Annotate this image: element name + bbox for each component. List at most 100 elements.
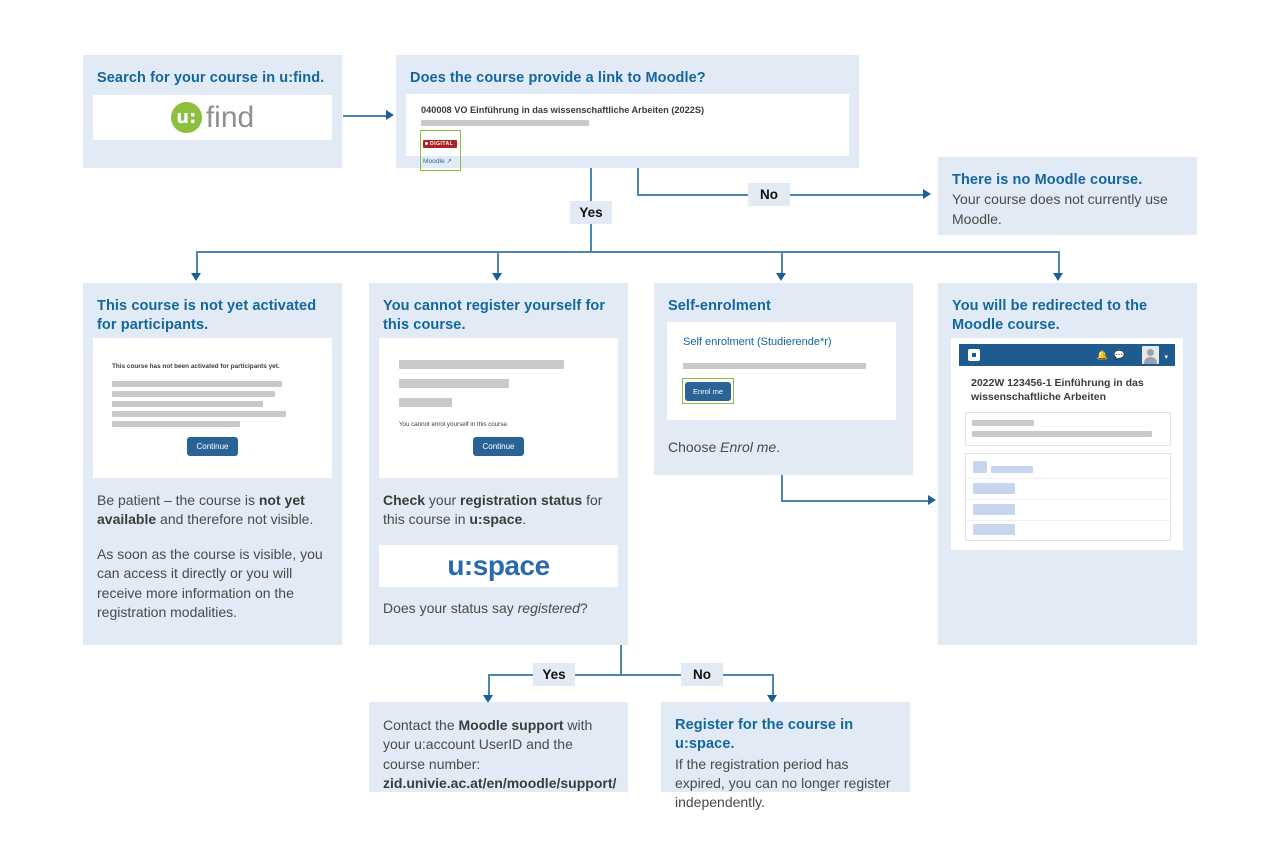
branch-label-no-top: No (748, 183, 790, 206)
self-enrolment-label: Self enrolment (Studierende*r) (683, 336, 832, 348)
placeholder-bar (973, 483, 1015, 494)
enrol-me-button[interactable]: Enrol me (685, 382, 732, 401)
moodle-logo-icon[interactable] (968, 349, 980, 361)
col-self-enrolment-heading: Self-enrolment (668, 298, 771, 314)
placeholder-bar (399, 379, 509, 388)
arrowhead-no-bottom (767, 695, 777, 703)
external-link-icon: ↗ (444, 158, 452, 165)
connector-drop-col4 (1058, 251, 1060, 274)
connector-drop-col1 (196, 251, 198, 274)
cannot-register-notice: You cannot enrol yourself in this course… (399, 421, 509, 428)
arrowhead-col3 (776, 273, 786, 281)
moodle-navbar: 🔔 💬 ▾ (959, 344, 1175, 366)
list-item[interactable] (966, 478, 1170, 500)
box-register-uspace-body: If the registration period has expired, … (675, 755, 891, 811)
arrowhead-col2 (492, 273, 502, 281)
connector-drop-col3 (781, 251, 783, 274)
placeholder-bar (112, 421, 240, 427)
connector-selfenrol-to-redirect-vert (781, 475, 783, 501)
placeholder-bar (112, 401, 263, 407)
branch-label-yes-top: Yes (570, 201, 612, 224)
cannot-register-screenshot: You cannot enrol yourself in this course… (379, 338, 618, 478)
col-not-activated-heading: This course is not yet activated for par… (97, 298, 317, 334)
box-moodle-support-text: Contact the Moodle support with your u:a… (383, 717, 617, 791)
uspace-wordmark: u:space (447, 550, 550, 581)
arrowhead-yes-bottom (483, 695, 493, 703)
connector-bottom-drop-no (772, 674, 774, 696)
branch-label-no-bottom: No (681, 663, 723, 686)
placeholder-bar (972, 431, 1152, 437)
arrowhead-selfenrol-to-redirect (928, 495, 936, 505)
bell-icon[interactable]: 🔔 (1096, 350, 1108, 360)
list-item[interactable] (966, 454, 1170, 479)
avatar[interactable] (1142, 346, 1159, 364)
connector-no-vert (637, 168, 639, 195)
placeholder-bar (991, 466, 1033, 473)
step-ufind-panel: Search for your course in u:find. u: fin… (83, 55, 342, 168)
result-no-moodle-heading: There is no Moodle course. (952, 172, 1143, 188)
ufind-logo-card: u: find (93, 95, 332, 140)
placeholder-bar (973, 461, 987, 473)
placeholder-bar (973, 524, 1015, 535)
arrowhead-no-branch (923, 189, 931, 199)
step-link-panel: Does the course provide a link to Moodle… (396, 55, 859, 171)
box-moodle-support-panel: Contact the Moodle support with your u:a… (369, 702, 628, 792)
col-redirect-panel: You will be redirected to the Moodle cou… (938, 283, 1197, 645)
moodle-link-text[interactable]: Moodle (423, 158, 445, 165)
placeholder-bar (972, 420, 1034, 426)
result-no-moodle-body: Your course does not currently use Moodl… (952, 191, 1168, 227)
col-redirect-heading: You will be redirected to the Moodle cou… (952, 298, 1148, 334)
col-self-enrolment-caption: Choose Enrol me. (668, 439, 781, 455)
placeholder-bar (112, 391, 275, 397)
connector-yes-vert-a (590, 168, 592, 201)
col-cannot-register-para1: Check your registration status for this … (383, 492, 603, 528)
box-moodle-support-url[interactable]: zid.univie.ac.at/en/moodle/support/ (383, 774, 617, 791)
connector-no-horiz-left (637, 194, 748, 196)
moodle-link-highlight: DIGITAL Moodle ↗ (420, 130, 462, 171)
box-register-uspace-heading: Register for the course in u:space. (675, 717, 854, 753)
col-cannot-register-heading: You cannot register yourself for this co… (383, 298, 606, 334)
connector-selfenrol-to-redirect-horiz (781, 500, 928, 502)
placeholder-bar (399, 360, 564, 369)
arrowhead-col4 (1053, 273, 1063, 281)
ufind-mark-icon: u: (170, 102, 202, 133)
moodle-course-title: 2022W 123456-1 Einführung in das wissens… (971, 377, 1144, 403)
self-enrolment-screenshot: Self enrolment (Studierende*r) Enrol me (667, 322, 896, 420)
placeholder-bar (399, 398, 452, 407)
continue-button[interactable]: Continue (187, 437, 238, 456)
col-cannot-register-question: Does your status say registered? (383, 600, 588, 616)
arrowhead-ufind-to-link (386, 110, 394, 120)
moodle-section-list (965, 453, 1171, 541)
not-activated-notice: This course has not been activated for p… (112, 363, 280, 370)
moodle-summary-card (965, 412, 1171, 446)
col-not-activated-panel: This course is not yet activated for par… (83, 283, 342, 645)
ufind-result-card: 040008 VO Einführung in das wissenschaft… (406, 94, 849, 171)
chevron-down-icon[interactable]: ▾ (1164, 354, 1168, 361)
list-item[interactable] (966, 520, 1170, 540)
placeholder-bar (112, 381, 282, 387)
connector-bottom-vert-main (620, 645, 622, 675)
placeholder-bar (421, 120, 589, 126)
col-cannot-register-panel: You cannot register yourself for this co… (369, 283, 628, 645)
result-no-moodle-panel: There is no Moodle course. Your course d… (938, 157, 1197, 235)
moodle-course-screenshot: 🔔 💬 ▾ 2022W 123456-1 Einführung in das w… (951, 338, 1183, 550)
continue-button[interactable]: Continue (473, 437, 524, 456)
arrowhead-col1 (191, 273, 201, 281)
placeholder-bar (112, 411, 286, 417)
connector-yes-vert-b (590, 224, 592, 252)
not-activated-screenshot: This course has not been activated for p… (93, 338, 332, 478)
step-ufind-heading: Search for your course in u:find. (97, 70, 325, 86)
placeholder-bar (683, 363, 866, 369)
branch-label-yes-bottom: Yes (533, 663, 575, 686)
connector-no-horiz-right (790, 194, 923, 196)
list-item[interactable] (966, 499, 1170, 521)
ufind-result-course-title: 040008 VO Einführung in das wissenschaft… (421, 105, 705, 115)
col-self-enrolment-panel: Self-enrolment Self enrolment (Studieren… (654, 283, 913, 475)
ufind-wordmark: find (205, 101, 255, 134)
uspace-logo-card: u:space (379, 545, 618, 587)
chat-icon[interactable]: 💬 (1113, 350, 1125, 360)
step-link-heading: Does the course provide a link to Moodle… (410, 70, 706, 86)
col-not-activated-para1: Be patient – the course is not yet avail… (97, 492, 314, 528)
digital-badge-dot-icon (425, 142, 428, 146)
